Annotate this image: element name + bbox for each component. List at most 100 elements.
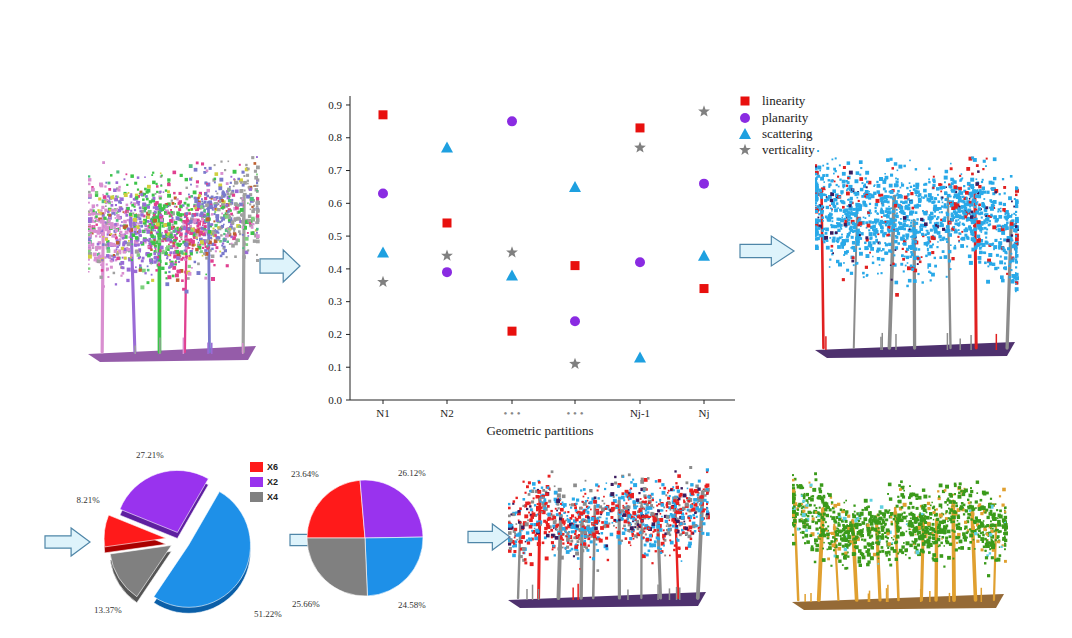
cloud-point bbox=[204, 244, 206, 246]
cloud-point bbox=[195, 237, 197, 239]
cloud-point bbox=[162, 250, 164, 252]
cloud-point bbox=[154, 239, 156, 241]
cloud-point bbox=[198, 234, 200, 236]
cloud-point bbox=[116, 212, 118, 214]
cloud-point bbox=[208, 230, 212, 234]
cloud-point bbox=[126, 279, 129, 282]
cloud-point bbox=[202, 224, 204, 226]
cloud-point bbox=[172, 224, 174, 226]
cloud-point bbox=[876, 181, 878, 183]
cloud-point bbox=[213, 264, 215, 266]
cloud-point bbox=[204, 225, 207, 228]
cloud-point bbox=[247, 232, 249, 234]
cloud-point bbox=[836, 202, 839, 205]
cloud-point bbox=[88, 267, 90, 269]
cloud-point bbox=[217, 239, 219, 241]
cloud-point bbox=[156, 185, 159, 188]
cloud-point bbox=[190, 195, 193, 198]
cloud-point bbox=[165, 252, 168, 255]
cloud-point bbox=[221, 252, 224, 255]
cloud-point bbox=[107, 243, 109, 245]
cloud-point bbox=[151, 279, 154, 282]
cloud-point bbox=[153, 219, 157, 223]
cloud-point bbox=[163, 191, 165, 193]
cloud-point bbox=[243, 175, 245, 177]
cloud-point bbox=[840, 190, 843, 193]
cloud-point bbox=[184, 250, 186, 252]
cloud-point bbox=[98, 227, 102, 231]
cloud-point bbox=[190, 252, 193, 255]
cloud-point bbox=[125, 214, 128, 217]
cloud-point bbox=[174, 228, 176, 230]
cloud-point bbox=[116, 245, 119, 248]
cloud-point bbox=[214, 204, 218, 208]
cloud-point bbox=[146, 198, 149, 201]
cloud-point bbox=[134, 270, 137, 273]
cloud-point bbox=[88, 224, 90, 226]
cloud-point bbox=[106, 193, 109, 196]
cloud-point bbox=[88, 175, 90, 177]
cloud-point bbox=[137, 189, 139, 191]
cloud-point bbox=[1015, 261, 1018, 264]
cloud-point bbox=[826, 174, 829, 177]
cloud-point bbox=[196, 162, 199, 165]
cloud-point bbox=[138, 257, 140, 259]
cloud-point bbox=[901, 254, 904, 257]
cloud-point bbox=[175, 260, 177, 262]
cloud-point bbox=[228, 161, 230, 163]
cloud-point bbox=[140, 193, 143, 196]
cloud-point bbox=[149, 204, 151, 206]
cloud-point bbox=[1000, 256, 1002, 258]
cloud-point bbox=[185, 233, 188, 236]
cloud-point bbox=[105, 238, 108, 241]
cloud-point bbox=[242, 255, 246, 258]
cloud-point bbox=[127, 248, 131, 252]
cloud-point bbox=[194, 197, 197, 200]
cloud-point bbox=[191, 177, 193, 179]
cloud-point bbox=[151, 274, 153, 276]
cloud-point bbox=[205, 274, 207, 276]
cloud-point bbox=[256, 182, 258, 184]
cloud-point bbox=[834, 208, 838, 212]
cloud-point bbox=[197, 197, 199, 199]
cloud-point bbox=[256, 174, 258, 176]
cloud-point bbox=[190, 238, 192, 240]
cloud-point bbox=[131, 243, 133, 245]
cloud-point bbox=[172, 227, 174, 229]
cloud-point bbox=[185, 253, 188, 256]
cloud-point bbox=[256, 234, 260, 238]
cloud-point bbox=[194, 207, 197, 210]
cloud-point bbox=[114, 198, 118, 202]
cloud-point bbox=[227, 189, 229, 191]
cloud-point bbox=[130, 236, 132, 238]
cloud-point bbox=[113, 189, 117, 193]
cloud-point bbox=[187, 228, 190, 231]
cloud-point bbox=[227, 210, 230, 213]
cloud-point bbox=[106, 254, 109, 257]
cloud-point bbox=[215, 208, 217, 210]
cloud-point bbox=[147, 185, 151, 189]
cloud-point bbox=[234, 255, 237, 258]
cloud-point bbox=[214, 182, 216, 184]
cloud-point bbox=[111, 235, 114, 238]
cloud-point bbox=[902, 243, 904, 245]
cloud-point bbox=[167, 238, 171, 242]
cloud-point bbox=[148, 221, 150, 223]
cloud-point bbox=[150, 249, 153, 252]
cloud-point bbox=[165, 271, 167, 273]
cloud-point bbox=[818, 213, 820, 215]
cloud-point bbox=[191, 229, 194, 232]
cloud-point bbox=[124, 193, 128, 197]
cloud-point bbox=[181, 239, 183, 241]
cloud-point bbox=[139, 234, 142, 237]
cloud-point bbox=[225, 215, 229, 219]
cloud-point bbox=[151, 174, 153, 176]
cloud-point bbox=[241, 220, 244, 223]
cloud-point bbox=[160, 185, 162, 187]
cloud-point bbox=[129, 221, 132, 224]
cloud-point bbox=[986, 280, 990, 284]
cloud-point bbox=[88, 214, 90, 216]
cloud-point bbox=[915, 194, 917, 196]
cloud-point bbox=[127, 219, 129, 221]
cloud-point bbox=[129, 223, 132, 226]
